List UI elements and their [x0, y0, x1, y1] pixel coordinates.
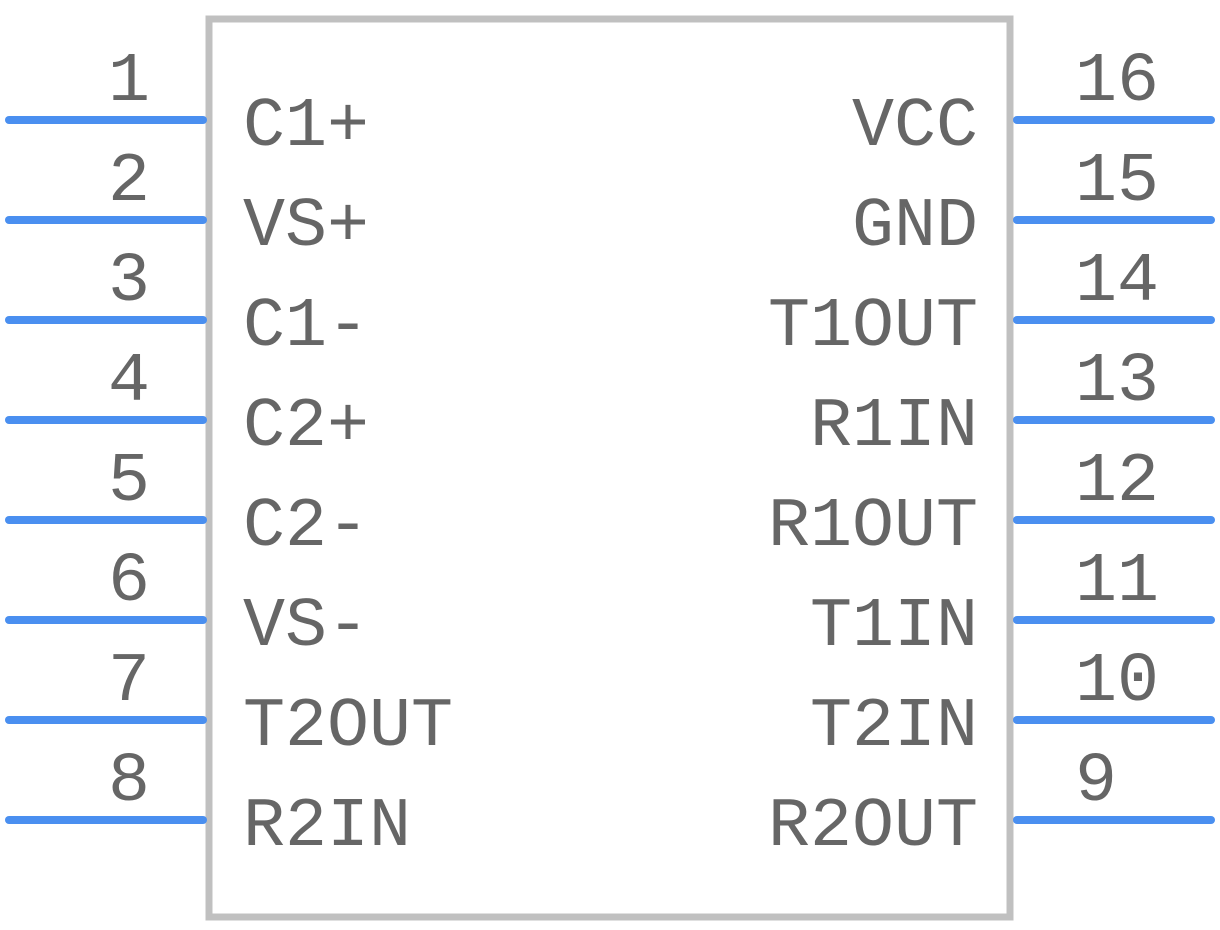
pin-name: T1IN	[810, 588, 978, 667]
pin-number: 6	[108, 543, 150, 622]
pin-name: VS-	[243, 588, 369, 667]
pin-number: 15	[1075, 143, 1159, 222]
ic-body-outline	[205, 15, 1014, 921]
pin-number: 9	[1075, 743, 1117, 822]
pin-number: 12	[1075, 443, 1159, 522]
pin-number: 1	[108, 43, 150, 122]
pin-left-5: 5C2-	[5, 443, 369, 567]
pin-number: 5	[108, 443, 150, 522]
pin-number: 7	[108, 643, 150, 722]
pin-name: C1+	[243, 88, 369, 167]
pin-name: R2OUT	[768, 788, 978, 867]
pin-name: T2IN	[810, 688, 978, 767]
right-pin-group: 16VCC15GND14T1OUT13R1IN12R1OUT11T1IN10T2…	[768, 43, 1215, 867]
pin-name: C1-	[243, 288, 369, 367]
pin-name: GND	[852, 188, 978, 267]
pin-left-4: 4C2+	[5, 343, 369, 467]
pin-name: T2OUT	[243, 688, 453, 767]
pin-number: 10	[1075, 643, 1159, 722]
pin-number: 8	[108, 743, 150, 822]
pin-name: VCC	[852, 88, 978, 167]
pin-name: VS+	[243, 188, 369, 267]
pin-name: T1OUT	[768, 288, 978, 367]
pin-name: C2-	[243, 488, 369, 567]
pin-left-1: 1C1+	[5, 43, 369, 167]
pin-number: 2	[108, 143, 150, 222]
pin-left-2: 2VS+	[5, 143, 369, 267]
pin-number: 14	[1075, 243, 1159, 322]
pin-name: R2IN	[243, 788, 411, 867]
pin-name: R1OUT	[768, 488, 978, 567]
pin-number: 11	[1075, 543, 1159, 622]
pin-left-3: 3C1-	[5, 243, 369, 367]
pin-number: 4	[108, 343, 150, 422]
pin-number: 3	[108, 243, 150, 322]
pin-name: C2+	[243, 388, 369, 467]
pin-left-6: 6VS-	[5, 543, 369, 667]
pin-name: R1IN	[810, 388, 978, 467]
pin-number: 16	[1075, 43, 1159, 122]
pin-number: 13	[1075, 343, 1159, 422]
